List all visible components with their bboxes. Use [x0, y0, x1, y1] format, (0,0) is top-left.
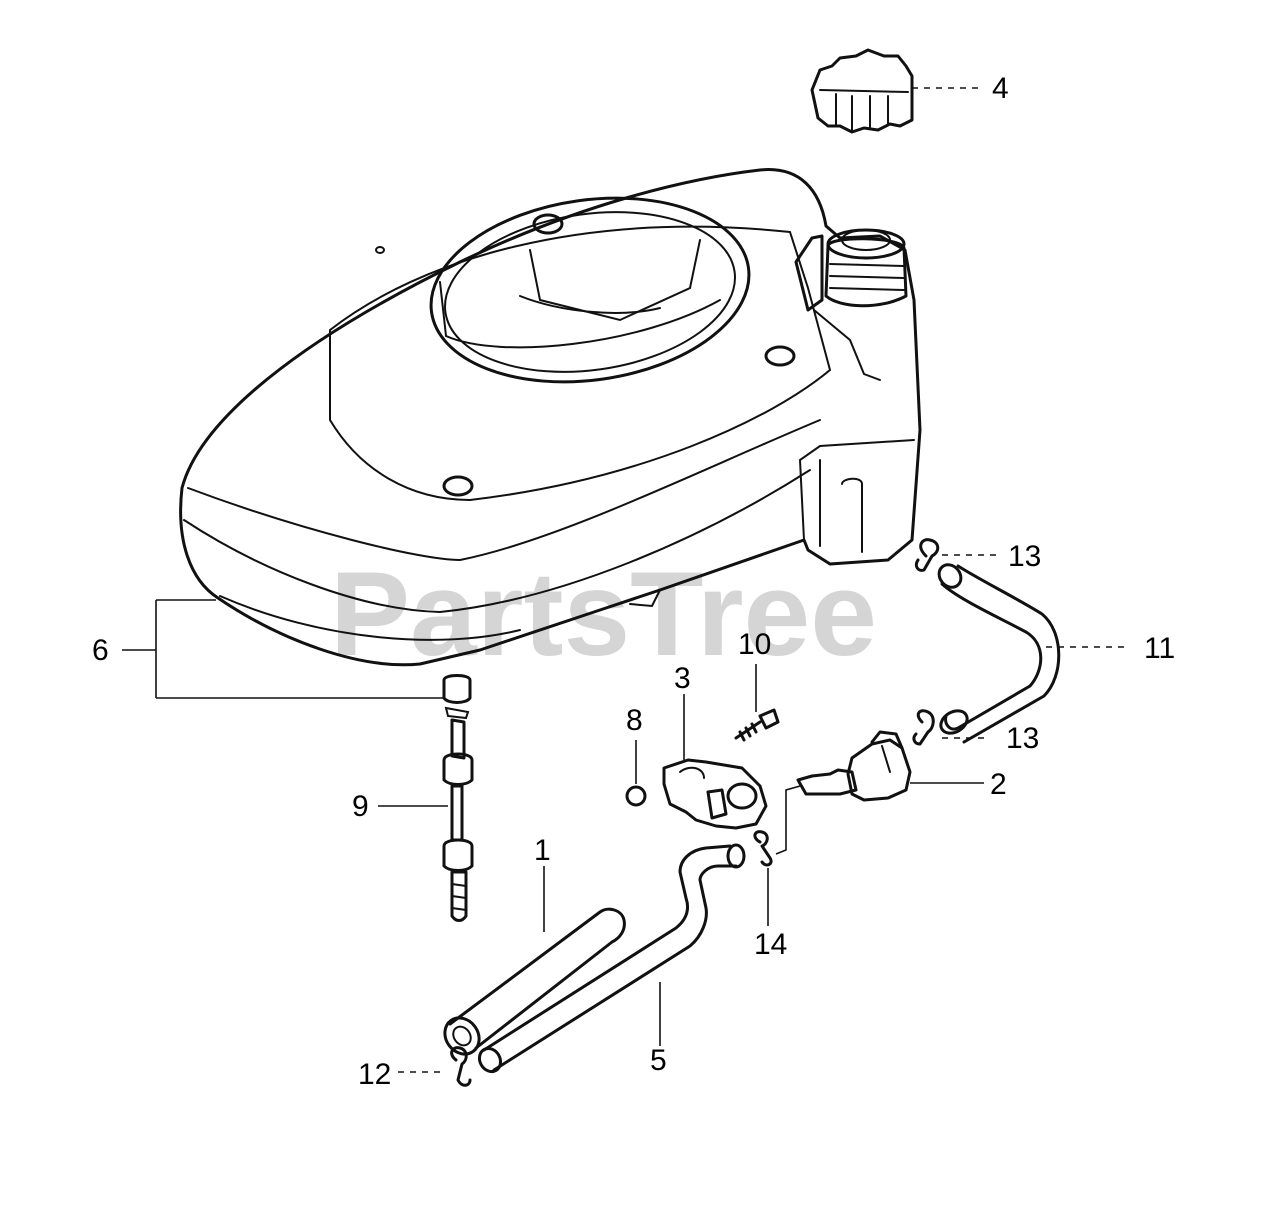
fuel-cap [810, 48, 914, 134]
callout-4: 4 [992, 72, 1009, 105]
fuel-hose-upper [937, 563, 1061, 744]
hose-clip-bottom [450, 1046, 472, 1087]
callout-14: 14 [754, 928, 787, 961]
tank-bracket [662, 758, 768, 830]
fan-cover-fuel-tank [179, 168, 922, 667]
callout-10: 10 [738, 628, 771, 661]
fuel-hose-lower [477, 843, 746, 1074]
callouts: 4 6 13 11 13 2 3 10 8 9 1 14 5 12 [92, 72, 1175, 1091]
callout-3: 3 [674, 662, 691, 695]
callout-5: 5 [650, 1044, 667, 1077]
hose-clip-upper [914, 538, 940, 572]
callout-1: 1 [534, 834, 551, 867]
hose-clip-lower [912, 709, 935, 746]
callout-13-lower: 13 [1006, 722, 1039, 755]
screw [734, 708, 780, 742]
straight-hose [443, 907, 626, 1056]
callout-11: 11 [1144, 632, 1175, 665]
callout-8: 8 [626, 704, 643, 737]
leader-lines [122, 87, 1126, 1073]
clip [753, 830, 773, 867]
callout-2: 2 [990, 768, 1007, 801]
fuel-valve [796, 730, 912, 802]
callout-9: 9 [352, 790, 369, 823]
callout-12: 12 [358, 1058, 391, 1091]
nut [625, 785, 647, 807]
stud-bolt [442, 674, 474, 922]
watermark: PartsTree [330, 547, 877, 681]
callout-13-upper: 13 [1008, 540, 1041, 573]
callout-6: 6 [92, 634, 109, 667]
